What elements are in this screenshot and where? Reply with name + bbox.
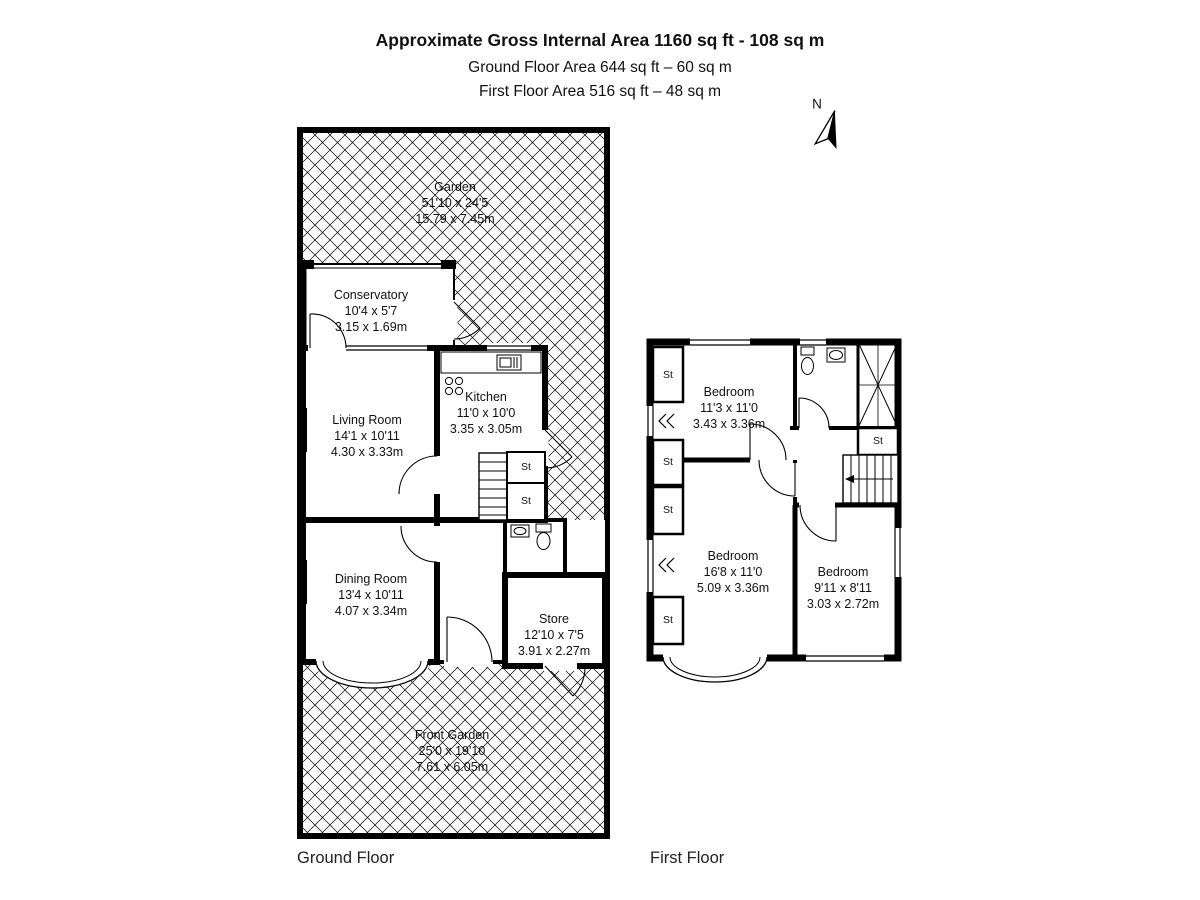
- first-floor-caption: First Floor: [650, 849, 725, 867]
- room-dims-m: 5.09 x 3.36m: [696, 581, 770, 595]
- store-cupboard-label: St: [663, 504, 673, 516]
- bathroom-fixtures-icon: [800, 346, 846, 375]
- first-floor-area-subtitle: First Floor Area 516 sq ft – 48 sq m: [478, 83, 722, 100]
- first-floor-windows: [645, 337, 903, 683]
- kitchen-fixtures-icon: [440, 351, 542, 396]
- garden-label: Garden 51'10 x 24'5 15.79 x 7.45m: [415, 179, 494, 227]
- room-dims-ft: 11'0 x 10'0: [456, 406, 516, 420]
- living-room-label: Living Room 14'1 x 10'11 4.30 x 3.33m: [331, 412, 403, 460]
- gross-area-title: Approximate Gross Internal Area 1160 sq …: [375, 30, 825, 50]
- room-name: Store: [539, 612, 569, 626]
- room-dims-ft: 11'3 x 11'0: [700, 401, 758, 415]
- room-dims-m: 15.79 x 7.45m: [415, 212, 495, 226]
- compass-north-label: N: [812, 96, 822, 112]
- room-dims-ft: 9'11 x 8'11: [814, 581, 872, 595]
- room-dims-m: 3.91 x 2.27m: [517, 644, 591, 658]
- area-header: Approximate Gross Internal Area 1160 sq …: [0, 30, 1200, 107]
- room-name: Kitchen: [465, 390, 507, 404]
- first-floor-cupboard-boxes: [651, 345, 900, 646]
- ground-floor-caption: Ground Floor: [297, 849, 395, 867]
- room-name: Front Garden: [414, 728, 490, 742]
- kitchen-label: Kitchen 11'0 x 10'0 3.35 x 3.05m: [450, 389, 522, 437]
- ground-floor-cupboard-boxes: [506, 451, 546, 521]
- ground-floor-stairs-icon: [478, 452, 508, 521]
- bedroom1-label: Bedroom 11'3 x 11'0 3.43 x 3.36m: [693, 384, 765, 432]
- room-name: Conservatory: [333, 288, 409, 302]
- bedroom2-label: Bedroom 16'8 x 11'0 5.09 x 3.36m: [697, 548, 769, 596]
- conservatory-label: Conservatory 10'4 x 5'7 3.15 x 1.69m: [334, 287, 408, 335]
- first-floor-stairs-icon: [842, 454, 899, 504]
- room-name: Bedroom: [703, 385, 755, 399]
- room-dims-m: 4.07 x 3.34m: [334, 604, 408, 618]
- store-cupboard-label: St: [663, 456, 673, 468]
- room-dims-m: 7.61 x 6.05m: [415, 760, 489, 774]
- room-name: Bedroom: [817, 565, 869, 579]
- room-name: Dining Room: [334, 572, 408, 586]
- ground-floor-doors: [308, 300, 586, 697]
- front-garden-label: Front Garden 25'0 x 19'10 7.61 x 6.05m: [415, 727, 489, 775]
- room-dims-m: 3.43 x 3.36m: [692, 417, 766, 431]
- north-arrow-icon: [813, 110, 837, 150]
- room-dims-ft: 10'4 x 5'7: [344, 304, 398, 318]
- store-cupboard-label: St: [521, 495, 531, 507]
- store-room-label: Store 12'10 x 7'5 3.91 x 2.27m: [518, 611, 590, 659]
- ground-bathroom-fixtures-icon: [510, 523, 552, 550]
- room-name: Bedroom: [707, 549, 759, 563]
- first-floor-doors: [749, 397, 837, 542]
- dining-room-label: Dining Room 13'4 x 10'11 4.07 x 3.34m: [335, 571, 407, 619]
- ground-floor-windows: [315, 343, 531, 689]
- first-floor-plan: [645, 337, 903, 683]
- bay-window-icon: [662, 652, 768, 683]
- shower-icon: [857, 341, 899, 429]
- store-cupboard-label: St: [521, 461, 531, 473]
- store-cupboard-label: St: [663, 614, 673, 626]
- store-cupboard-label: St: [663, 369, 673, 381]
- bedroom3-label: Bedroom 9'11 x 8'11 3.03 x 2.72m: [807, 564, 879, 612]
- room-dims-ft: 13'4 x 10'11: [338, 588, 404, 602]
- room-dims-ft: 14'1 x 10'11: [334, 429, 400, 443]
- room-dims-m: 3.35 x 3.05m: [449, 422, 523, 436]
- store-cupboard-label: St: [873, 435, 883, 447]
- bay-window-icon: [315, 656, 429, 689]
- first-floor-window-marks: [658, 413, 675, 573]
- room-dims-m: 4.30 x 3.33m: [330, 445, 404, 459]
- room-name: Garden: [434, 180, 476, 194]
- room-dims-ft: 51'10 x 24'5: [421, 196, 489, 210]
- room-dims-m: 3.03 x 2.72m: [806, 597, 880, 611]
- ground-floor-plan: [297, 127, 610, 839]
- room-dims-ft: 16'8 x 11'0: [703, 565, 763, 579]
- room-dims-m: 3.15 x 1.69m: [334, 320, 408, 334]
- ground-floor-area-subtitle: Ground Floor Area 644 sq ft – 60 sq m: [468, 59, 732, 76]
- room-dims-ft: 12'10 x 7'5: [524, 628, 584, 642]
- room-dims-ft: 25'0 x 19'10: [418, 744, 486, 758]
- room-name: Living Room: [332, 413, 402, 427]
